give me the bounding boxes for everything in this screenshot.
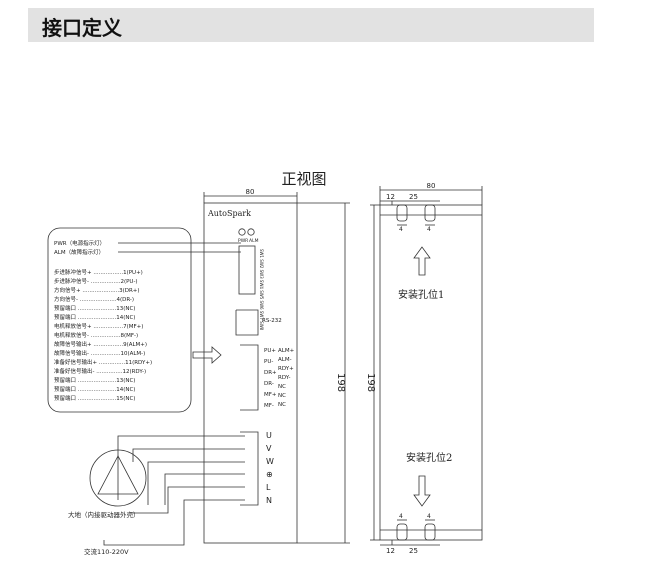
signal-pin: MF- <box>264 403 274 409</box>
alm-label: ALM <box>249 238 259 244</box>
front-width-label: 80 <box>246 188 255 196</box>
power-pin: L <box>266 483 271 492</box>
signal-pin-right: NC <box>278 402 286 408</box>
legend-pin-row: 预留端口 ......................13(NC) <box>54 376 135 384</box>
signal-pin-right: ALM+ <box>278 348 295 354</box>
page-title: 接口定义 <box>42 16 122 40</box>
signal-pin: DR+ <box>264 370 277 376</box>
legend-pin-row: 方向信号- .....................4(DR-) <box>54 295 134 303</box>
side-dim-4: 4 <box>427 226 431 233</box>
signal-pin-right: NC <box>278 393 286 399</box>
side-dim-25: 25 <box>409 547 418 555</box>
power-pin: ⊕ <box>266 470 273 479</box>
dip-switch <box>238 245 256 295</box>
signal-pin-right: RDY+ <box>278 366 294 372</box>
side-dim-12: 12 <box>386 547 395 555</box>
power-pin: N <box>266 496 272 505</box>
arrow-up-icon <box>413 246 431 276</box>
arrow-down-icon <box>413 475 431 507</box>
legend-pin-row: 方向信号+ .....................3(DR+) <box>54 286 140 294</box>
header-bar: 接口定义 <box>28 8 594 42</box>
legend-pin-row: 预留端口 ......................14(NC) <box>54 385 135 393</box>
arrow-right-icon <box>192 346 222 364</box>
motor-symbol <box>89 449 147 507</box>
dip-switch-label: SW1 SW2 SW3 SW4 SW5 SW6 SW7 SW8 <box>259 249 264 331</box>
mount-hole-1-label: 安装孔位1 <box>398 288 444 301</box>
side-width-label: 80 <box>427 182 436 190</box>
driver-side-panel <box>379 204 483 541</box>
signal-pin: MF+ <box>264 392 277 398</box>
mount-hole-2-label: 安装孔位2 <box>406 451 452 464</box>
legend-pin-row: 预留端口 ......................15(NC) <box>54 394 135 402</box>
rs232-label: RS-232 <box>262 318 282 324</box>
pwr-led <box>238 228 246 236</box>
legend-led-item: ALM（故障指示灯） <box>54 248 104 256</box>
signal-pin-right: RDY- <box>278 375 290 381</box>
signal-pin-right: NC <box>278 384 286 390</box>
side-dim-12: 12 <box>386 193 395 201</box>
pwr-label: PWR <box>238 238 248 244</box>
side-dim-4: 4 <box>399 226 403 233</box>
driver-front-panel <box>203 202 298 544</box>
side-dim-4: 4 <box>427 513 431 520</box>
pin-legend-box <box>47 227 192 413</box>
legend-pin-row: 预留端口 ......................13(NC) <box>54 304 135 312</box>
legend-pin-row: 准备好信号输出+ ...............11(RDY+) <box>54 358 152 366</box>
power-pin: V <box>266 444 272 453</box>
signal-pin-right: ALM- <box>278 357 292 363</box>
signal-pin: DR- <box>264 381 274 387</box>
legend-pin-row: 准备好信号输出- ...............12(RDY-) <box>54 367 146 375</box>
front-height-label: 198 <box>335 373 346 392</box>
legend-pin-row: 电机释放信号- .................8(MF-) <box>54 331 138 339</box>
legend-pin-row: 步进脉冲信号+ .................1(PU+) <box>54 268 143 276</box>
side-dim-25: 25 <box>409 193 418 201</box>
power-pin: W <box>266 457 274 466</box>
legend-pin-row: 电机释放信号+ .................7(MF+) <box>54 322 143 330</box>
brand-label: AutoSpark <box>207 209 251 218</box>
ac-input-label: 交流110-220V <box>84 547 129 556</box>
side-height-label: 198 <box>365 373 376 392</box>
signal-pin: PU+ <box>264 348 276 354</box>
alm-led <box>247 228 255 236</box>
legend-pin-row: 故障信号输出- .................10(ALM-) <box>54 349 145 357</box>
power-pin: U <box>266 431 272 440</box>
legend-pin-row: 故障信号输出+ .................9(ALM+) <box>54 340 147 348</box>
legend-pin-row: 步进脉冲信号- .................2(PU-) <box>54 277 138 285</box>
side-dim-4: 4 <box>399 513 403 520</box>
front-view-title: 正视图 <box>281 170 326 188</box>
legend-pin-row: 预留端口 ......................14(NC) <box>54 313 135 321</box>
signal-pin: PU- <box>264 359 273 365</box>
legend-led-item: PWR（电源指示灯） <box>54 239 105 247</box>
ground-label: 大地（内接驱动器外壳） <box>68 510 140 519</box>
